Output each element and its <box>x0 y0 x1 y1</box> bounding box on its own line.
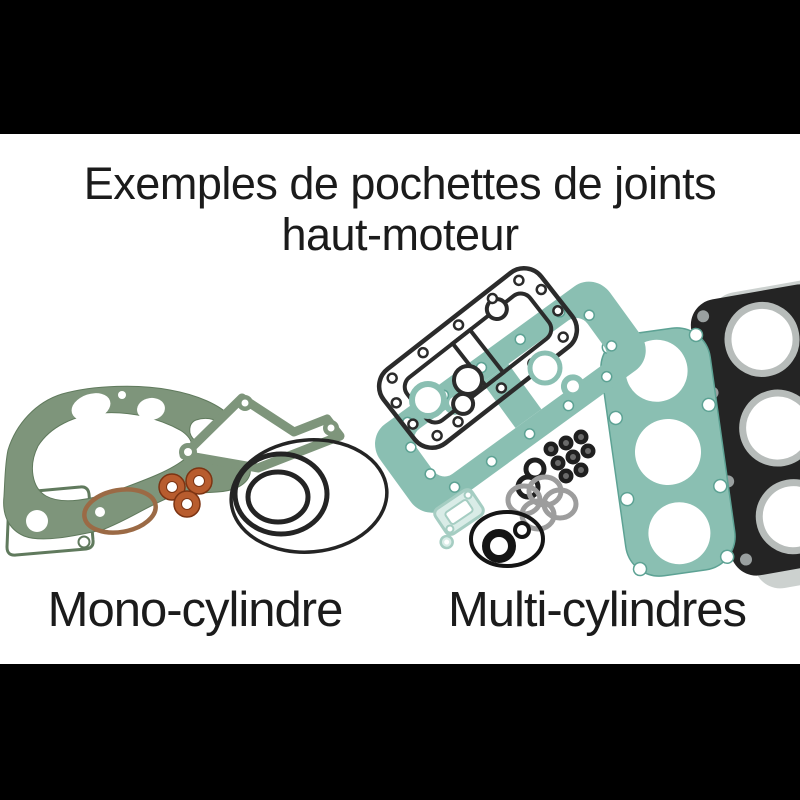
mono-cylinder-kit-illustration <box>3 385 389 557</box>
port-rings <box>409 350 563 419</box>
black-o-rings <box>229 438 389 554</box>
teal-head-gasket <box>600 327 736 577</box>
page-title-line2: haut-moteur <box>281 209 519 260</box>
metal-rings <box>505 474 579 532</box>
page-title: Exemples de pochettes de joints haut-mot… <box>0 158 800 260</box>
copper-washers <box>158 467 213 518</box>
small-teal-gasket <box>433 488 485 550</box>
photo-area: Exemples de pochettes de joints haut-mot… <box>0 134 800 664</box>
black-valve-cover-gasket <box>376 266 580 450</box>
multi-cylinder-kit-illustration <box>375 266 800 589</box>
mono-cylinder-label: Mono-cylindre <box>47 583 344 637</box>
top-letterbox-bar <box>0 0 800 134</box>
multi-cylinder-label: Multi-cylindres <box>447 583 747 637</box>
black-head-gasket <box>690 284 800 576</box>
o-ring-set <box>469 510 545 568</box>
page-title-line1: Exemples de pochettes de joints <box>83 158 717 209</box>
gasket-kits-illustration <box>3 266 800 589</box>
bottom-letterbox-bar <box>0 664 800 800</box>
brown-o-ring <box>82 487 158 535</box>
mono-head-gasket <box>179 393 345 473</box>
